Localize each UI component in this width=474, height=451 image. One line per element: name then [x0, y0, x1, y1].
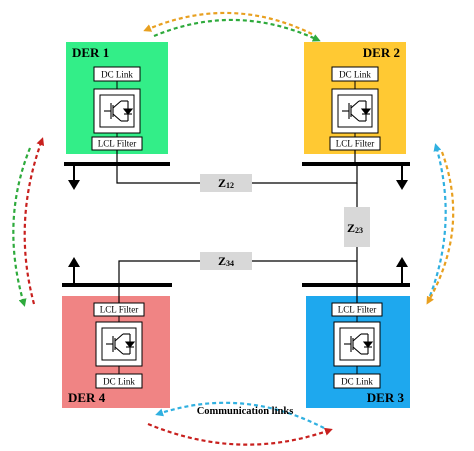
svg-text:Z23: Z23 [347, 221, 363, 235]
comm-arrow-top-orange [143, 11, 313, 35]
der-4-lcl-filter-label: LCL Filter [100, 305, 138, 315]
der-4-igbt-icon [106, 333, 136, 355]
buses [62, 162, 410, 287]
comm-arrow-left-red [23, 137, 45, 305]
der-4: DER 4 LCL Filter DC Link [62, 296, 170, 408]
lines [116, 164, 358, 285]
der-3-dc-link-label: DC Link [341, 377, 373, 387]
der-1-label: DER 1 [72, 45, 109, 60]
load-arrows [68, 164, 408, 285]
comm-arrow-left-green [12, 147, 32, 307]
comm-arrow-right-orange [426, 151, 455, 305]
impedance-z34: Z34 [200, 252, 252, 270]
svg-text:Z34: Z34 [218, 254, 234, 268]
der-3-lcl-filter-label: LCL Filter [338, 305, 376, 315]
communication-arrows [12, 11, 455, 446]
comm-arrow-bottom-blue [155, 401, 325, 429]
der-1-lcl-filter-label: LCL Filter [98, 139, 136, 149]
der-1: DER 1 DC Link LCL Filter [66, 42, 168, 154]
comm-arrow-bottom-red [147, 422, 333, 446]
der-2-igbt-icon [342, 100, 372, 122]
comm-arrow-right-blue [428, 143, 447, 297]
der-1-dc-link-label: DC Link [101, 70, 133, 80]
der-3-label: DER 3 [367, 390, 405, 405]
communication-links-label: Communication links [197, 406, 294, 417]
impedance-z12: Z12 [200, 174, 252, 192]
der-2-lcl-filter-label: LCL Filter [336, 139, 374, 149]
der-2-dc-link-label: DC Link [339, 70, 371, 80]
der-bus-connectors [116, 150, 358, 303]
der-2: DER 2 DC Link LCL Filter [304, 42, 406, 154]
der-3: DER 3 LCL Filter DC Link [306, 296, 410, 408]
der-3-dc-link-box [333, 373, 381, 389]
der-1-igbt-icon [104, 100, 134, 122]
der-2-label: DER 2 [363, 45, 400, 60]
svg-text:Z12: Z12 [218, 176, 234, 190]
der-4-dc-link-label: DC Link [103, 377, 135, 387]
impedance-z23: Z23 [344, 207, 370, 247]
comm-arrow-top-green [153, 18, 321, 42]
der-3-igbt-icon [344, 333, 374, 355]
der-4-label: DER 4 [68, 390, 106, 405]
der-4-dc-link-box [95, 373, 143, 389]
